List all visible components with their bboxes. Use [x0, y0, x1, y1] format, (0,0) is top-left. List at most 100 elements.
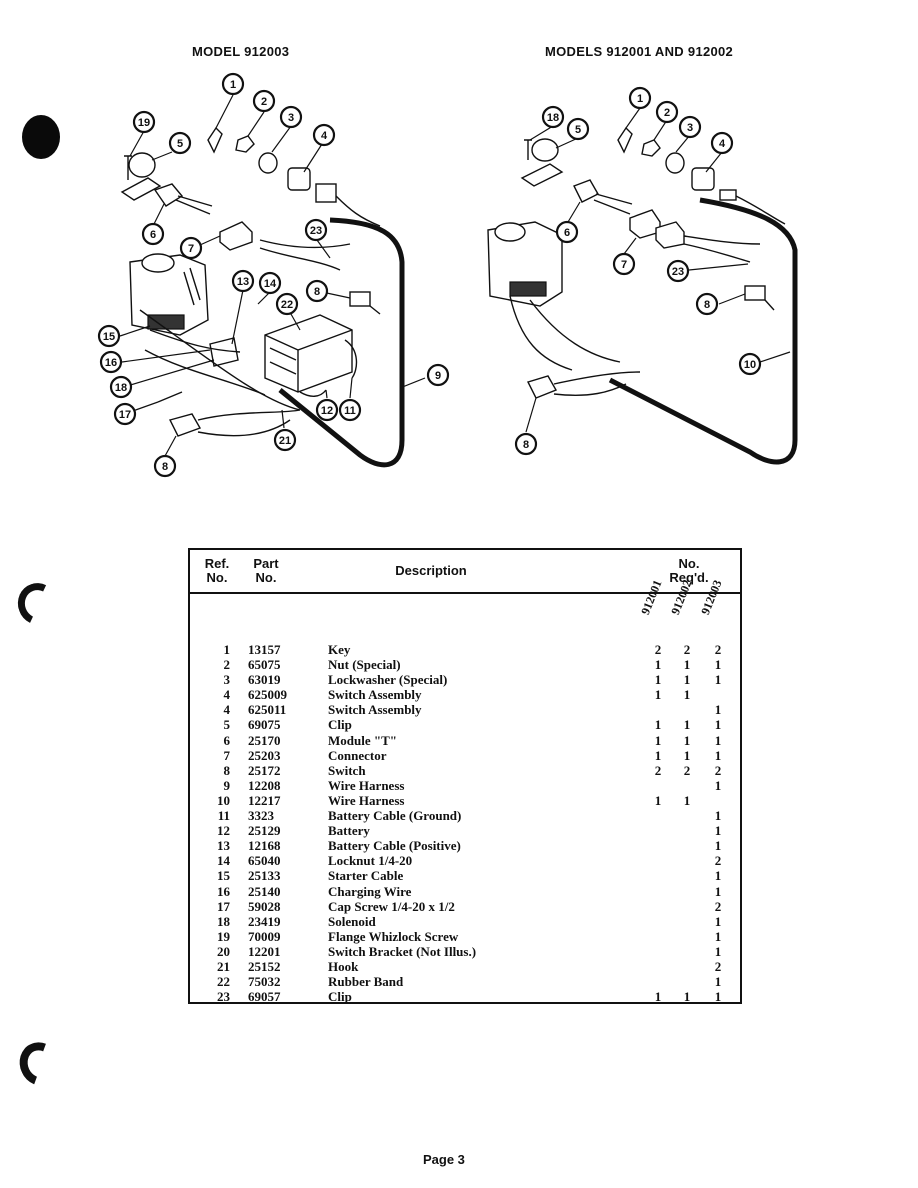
- right-callout-8a: 8: [695, 292, 719, 316]
- right-callout-23: 23: [666, 259, 690, 283]
- left-diagram: 1 2 3 4 19 5 6 7 23 8 13 14 22 15 16 18 …: [97, 72, 450, 478]
- part-number-cell: 63019: [248, 672, 281, 688]
- qty-912003-cell: 1: [714, 868, 722, 884]
- part-number-cell: 65075: [248, 657, 281, 673]
- left-callout-14: 14: [258, 271, 282, 295]
- ref-cell: 6: [223, 732, 231, 748]
- qty-912003-cell: 1: [714, 672, 722, 688]
- ref-cell: 4: [223, 702, 231, 718]
- qty-912001-cell: 1: [654, 687, 662, 703]
- svg-text:1: 1: [230, 79, 236, 91]
- svg-text:8: 8: [314, 286, 320, 298]
- qty-912001-cell: 1: [654, 717, 662, 733]
- parts-list-table: Ref. No. Part No. Description No. Req'd.…: [188, 548, 742, 1004]
- part-number-cell: 69075: [248, 717, 281, 733]
- svg-text:8: 8: [704, 299, 710, 311]
- qty-912003-cell: 2: [714, 642, 722, 657]
- engine-block: [129, 253, 209, 336]
- svg-text:10: 10: [744, 359, 756, 371]
- left-callout-11: 11: [338, 398, 362, 422]
- svg-text:23: 23: [672, 266, 684, 278]
- header-qty-line2: Req'd.: [669, 570, 709, 585]
- ref-cell: 9: [223, 777, 231, 793]
- right-callout-4: 4: [710, 131, 734, 155]
- description-cell: Module "T": [328, 732, 397, 748]
- table-header: Ref. No. Part No. Description No. Req'd.: [190, 550, 740, 594]
- description-cell: Solenoid: [328, 913, 376, 929]
- part-number-cell: 25133: [248, 868, 281, 884]
- left-callout-1: 1: [221, 72, 245, 96]
- svg-text:8: 8: [523, 439, 529, 451]
- header-part-line1: Part: [253, 556, 279, 571]
- left-callout-21: 21: [273, 428, 297, 452]
- svg-text:2: 2: [664, 107, 670, 119]
- svg-text:18: 18: [115, 382, 127, 394]
- right-callout-5: 5: [566, 117, 590, 141]
- qty-912002-cell: 1: [683, 717, 691, 733]
- part-number-cell: 3323: [248, 808, 274, 824]
- left-callout-7: 7: [179, 236, 203, 260]
- svg-text:3: 3: [288, 112, 294, 124]
- qty-912003-cell: 1: [714, 808, 722, 824]
- svg-text:18: 18: [547, 112, 559, 124]
- left-callout-8a: 8: [305, 279, 329, 303]
- header-no-reqd: No. Req'd.: [666, 557, 712, 585]
- left-callout-19: 19: [132, 110, 156, 134]
- ref-cell: 10: [217, 792, 230, 808]
- svg-text:16: 16: [105, 357, 117, 369]
- svg-text:7: 7: [188, 243, 194, 255]
- description-cell: Battery Cable (Ground): [328, 808, 462, 824]
- exploded-parts-diagrams: 1 2 3 4 19 5 6 7 23 8 13 14 22 15 16 18 …: [97, 72, 798, 478]
- left-callout-22: 22: [275, 292, 299, 316]
- qty-912001-cell: 1: [654, 792, 662, 808]
- qty-912001-cell: 1: [654, 672, 662, 688]
- qty-912003-cell: 1: [714, 838, 722, 854]
- qty-912001-cell: 1: [654, 989, 662, 1005]
- description-cell: Connector: [328, 747, 387, 763]
- svg-text:3: 3: [687, 122, 693, 134]
- clip-5: [120, 177, 162, 201]
- svg-text:22: 22: [281, 299, 293, 311]
- description-cell: Cap Screw 1/4-20 x 1/2: [328, 898, 455, 914]
- description-cell: Starter Cable: [328, 868, 404, 884]
- part-number-cell: 12168: [248, 838, 281, 854]
- right-callout-2: 2: [655, 100, 679, 124]
- ref-cell: 22: [217, 974, 230, 990]
- svg-text:1: 1: [637, 93, 643, 105]
- qty-912003-cell: 1: [714, 702, 722, 718]
- qty-912002-cell: 1: [683, 747, 691, 763]
- qty-912002-cell: 1: [683, 687, 691, 703]
- left-callout-4: 4: [312, 123, 336, 147]
- qty-912002-cell: 2: [683, 642, 691, 657]
- qty-912001-cell: 1: [654, 657, 662, 673]
- svg-text:6: 6: [564, 227, 570, 239]
- description-cell: Flange Whizlock Screw: [328, 928, 459, 944]
- qty-912003-cell: 1: [714, 823, 722, 839]
- qty-912003-cell: 1: [714, 747, 722, 763]
- svg-text:9: 9: [435, 370, 441, 382]
- part-number-cell: 59028: [248, 898, 281, 914]
- left-diagram-title: MODEL 912003: [192, 44, 290, 59]
- part-number-cell: 25170: [248, 732, 281, 748]
- svg-text:17: 17: [119, 409, 131, 421]
- description-cell: Locknut 1/4-20: [328, 853, 413, 869]
- right-callout-3: 3: [678, 115, 702, 139]
- svg-text:8: 8: [162, 461, 168, 473]
- left-callout-3: 3: [279, 105, 303, 129]
- description-cell: Switch Bracket (Not Illus.): [328, 943, 477, 959]
- part-number-cell: 25140: [248, 883, 281, 899]
- left-callout-15: 15: [97, 324, 121, 348]
- svg-text:14: 14: [264, 278, 277, 290]
